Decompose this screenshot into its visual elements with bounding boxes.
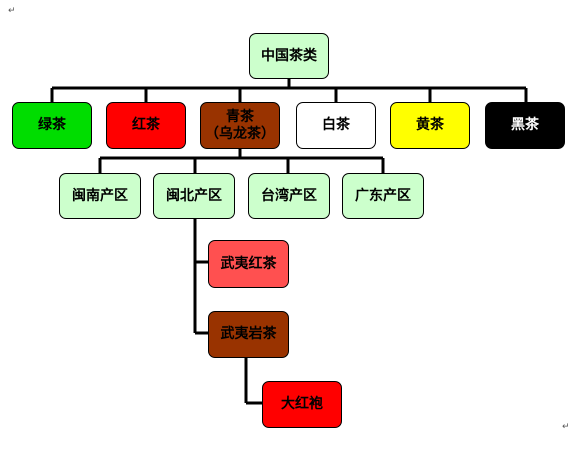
corner-paragraph-mark: ↵ <box>562 422 570 432</box>
node-wuyi-rock-tea: 武夷岩茶 <box>208 311 289 358</box>
node-sublabel: （乌龙茶） <box>205 125 275 142</box>
node-label: 黑茶 <box>511 117 539 133</box>
node-wuyi-black-tea: 武夷红茶 <box>208 240 289 288</box>
node-label: 红茶 <box>132 117 160 133</box>
node-dahongpao: 大红袍 <box>262 381 342 428</box>
node-oolong-tea: 青茶 （乌龙茶） <box>200 102 280 149</box>
node-green-tea: 绿茶 <box>12 102 92 149</box>
paragraph-mark: ↵ <box>8 6 16 16</box>
node-black-tea: 红茶 <box>106 102 186 149</box>
node-minbei-region: 闽北产区 <box>153 173 235 219</box>
node-dark-tea: 黑茶 <box>485 102 565 149</box>
node-label: 武夷红茶 <box>220 255 277 272</box>
node-label: 广东产区 <box>355 187 411 204</box>
node-china-tea-types: 中国茶类 <box>249 33 329 79</box>
node-label: 绿茶 <box>38 117 66 133</box>
node-label: 台湾产区 <box>261 187 317 204</box>
node-label: 白茶 <box>322 117 350 133</box>
node-taiwan-region: 台湾产区 <box>248 173 330 219</box>
node-label: 黄茶 <box>416 117 444 133</box>
node-minnan-region: 闽南产区 <box>59 173 141 219</box>
node-white-tea: 白茶 <box>296 102 376 149</box>
node-label: 大红袍 <box>281 396 323 412</box>
node-yellow-tea: 黄茶 <box>390 102 470 149</box>
node-label: 武夷岩茶 <box>220 326 277 342</box>
node-label: 中国茶类 <box>261 47 317 64</box>
node-label: 闽南产区 <box>72 187 128 204</box>
node-label: 闽北产区 <box>166 187 222 204</box>
node-guangdong-region: 广东产区 <box>342 173 424 219</box>
node-label: 青茶 <box>226 108 254 125</box>
